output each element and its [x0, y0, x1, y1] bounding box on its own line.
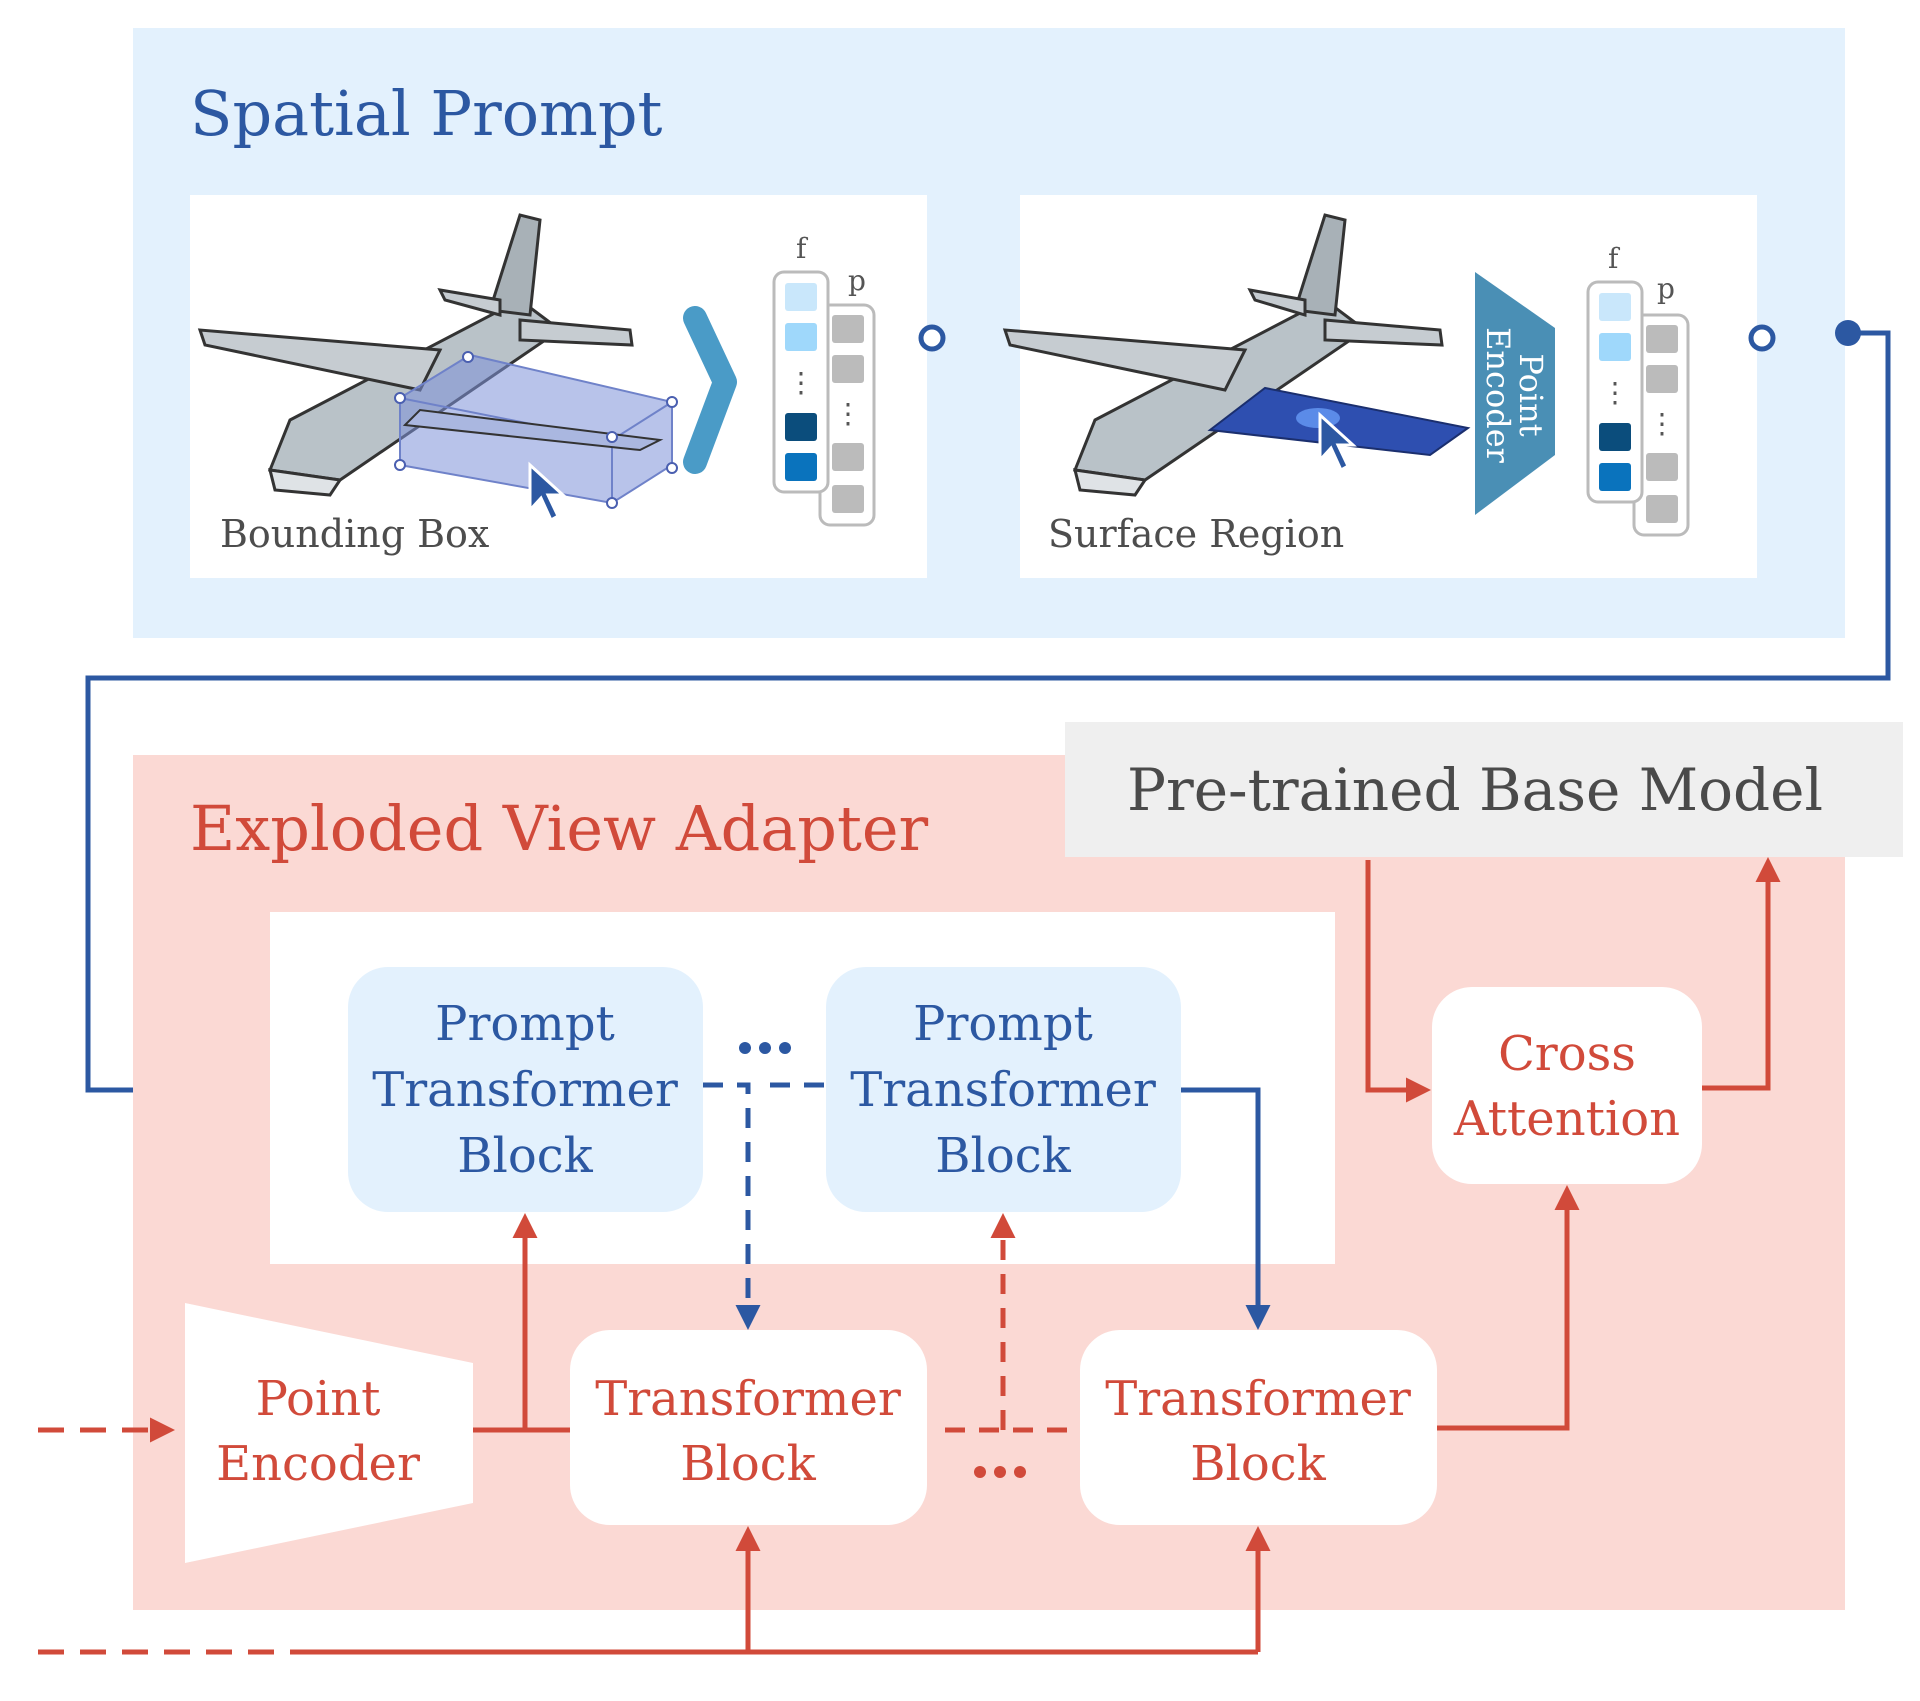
point-encoder-line-2: Encoder: [216, 1436, 420, 1492]
cross-attention-block: [1432, 987, 1702, 1184]
concat-node-right: [1748, 324, 1776, 352]
token-stack-left: f p ⋮ ⋮: [772, 232, 876, 527]
prompt-block-2-line-2: Transformer: [850, 1062, 1156, 1118]
transformer-block-1: [570, 1330, 927, 1525]
token-col-p-label: p: [1657, 272, 1675, 305]
point-encoder-line-1: Point: [256, 1371, 381, 1427]
prompt-to-transformer-2-arrow: [1181, 1087, 1271, 1330]
prompt-transformer-block-1: [348, 967, 703, 1212]
point-encoder-small-label-1: Point: [1512, 353, 1550, 436]
cursor-icon: [528, 461, 567, 523]
svg-text:⋮: ⋮: [1648, 407, 1676, 440]
prompt-block-1-line-2: Transformer: [372, 1062, 678, 1118]
airplane-right-illustration: [1002, 213, 1471, 497]
cross-attention-to-base-arrow: [1702, 857, 1781, 1091]
bounding-box-caption: Bounding Box: [220, 512, 489, 556]
chevron-right-icon: [683, 306, 737, 474]
base-to-cross-attention-arrow: [1365, 860, 1431, 1103]
base-model-panel: [1065, 722, 1903, 857]
cross-attention-line-2: Attention: [1453, 1091, 1680, 1147]
token-col-p-label: p: [848, 264, 866, 297]
svg-text:⋮: ⋮: [1601, 376, 1629, 409]
spatial-prompt-title: Spatial Prompt: [190, 77, 663, 150]
prompt-block-2-line-3: Block: [935, 1128, 1071, 1184]
prompt-block-1-line-3: Block: [457, 1128, 593, 1184]
prompt-block-1-line-1: Prompt: [435, 996, 615, 1052]
transformer-block-2: [1080, 1330, 1437, 1525]
concat-node-left: [918, 324, 946, 352]
token-col-f-label: f: [1608, 242, 1621, 275]
transformer-block-2-line-1: Transformer: [1105, 1371, 1411, 1427]
adapter-title: Exploded View Adapter: [190, 792, 929, 865]
point-encoder-large: [185, 1303, 473, 1563]
ellipsis-icon: [739, 1042, 791, 1054]
point-encoder-small-label-2: Encoder: [1479, 327, 1517, 464]
spatial-prompt-connector: [85, 330, 1891, 1103]
surface-region-caption: Surface Region: [1048, 512, 1344, 556]
transformer-block-1-line-2: Block: [680, 1436, 816, 1492]
token-col-f-label: f: [796, 232, 809, 265]
cross-attention-line-1: Cross: [1498, 1026, 1636, 1082]
base-model-title: Pre-trained Base Model: [1127, 756, 1823, 824]
transformer-block-1-line-1: Transformer: [595, 1371, 901, 1427]
transformer-block-2-line-2: Block: [1190, 1436, 1326, 1492]
svg-text:⋮: ⋮: [834, 397, 862, 430]
transformer-to-cross-attention-arrow: [1437, 1185, 1580, 1431]
cursor-icon: [1318, 411, 1357, 473]
ellipsis-icon: [974, 1466, 1026, 1478]
svg-text:⋮: ⋮: [787, 366, 815, 399]
token-stack-right: f p ⋮ ⋮: [1586, 242, 1690, 537]
prompt-to-transformer-1-arrow: [703, 1082, 761, 1330]
prompt-block-2-line-1: Prompt: [913, 996, 1093, 1052]
prompt-transformer-block-2: [826, 967, 1181, 1212]
point-encoder-small: [1475, 272, 1555, 515]
airplane-left-illustration: [197, 213, 678, 509]
